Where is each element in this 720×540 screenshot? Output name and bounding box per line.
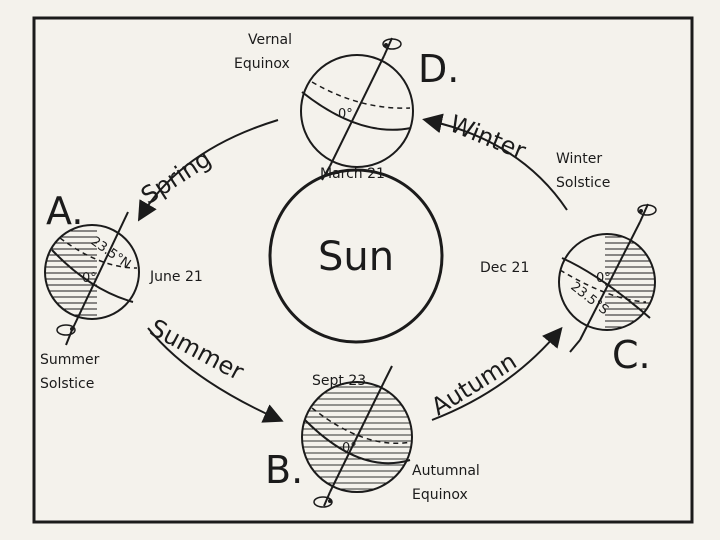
winter-label: Winter xyxy=(446,110,530,166)
position-d-letter: D. xyxy=(418,47,459,91)
autumn-label: Autumn xyxy=(426,347,521,421)
rotation-arrow-icon xyxy=(314,497,332,507)
sun: Sun xyxy=(270,170,442,342)
globe-d-eq-label: 0° xyxy=(338,107,353,122)
position-d-event-line1: Vernal xyxy=(248,32,292,48)
globe-c: 23.5°S 0° xyxy=(559,204,657,352)
position-a-letter: A. xyxy=(46,189,83,233)
globe-b-eq-label: 0° xyxy=(342,441,357,456)
rotation-arrow-icon xyxy=(57,325,75,335)
position-a-event-line2: Solstice xyxy=(40,376,94,392)
position-c-date: Dec 21 xyxy=(480,260,529,276)
position-c-event-line2: Solstice xyxy=(556,175,610,191)
position-b-event-line2: Equinox xyxy=(412,487,468,503)
position-b-event-line1: Autumnal xyxy=(412,463,480,479)
globe-c-eq-label: 0° xyxy=(596,271,611,286)
spring-label: Spring xyxy=(136,144,216,210)
globe-d: 0° xyxy=(301,38,413,180)
sun-label: Sun xyxy=(318,234,394,280)
globe-a-eq-label: 0° xyxy=(82,271,97,286)
position-b-date: Sept 23 xyxy=(312,373,366,389)
summer-label: Summer xyxy=(145,314,248,387)
position-a-event-line1: Summer xyxy=(40,352,100,368)
position-d-date: March 21 xyxy=(320,166,385,182)
position-b-letter: B. xyxy=(265,448,303,492)
rotation-arrow-icon xyxy=(383,39,401,49)
position-d-event-line2: Equinox xyxy=(234,56,290,72)
position-c-letter: C. xyxy=(612,333,651,377)
position-c-event-line1: Winter xyxy=(556,151,602,167)
position-a-date: June 21 xyxy=(149,269,203,285)
